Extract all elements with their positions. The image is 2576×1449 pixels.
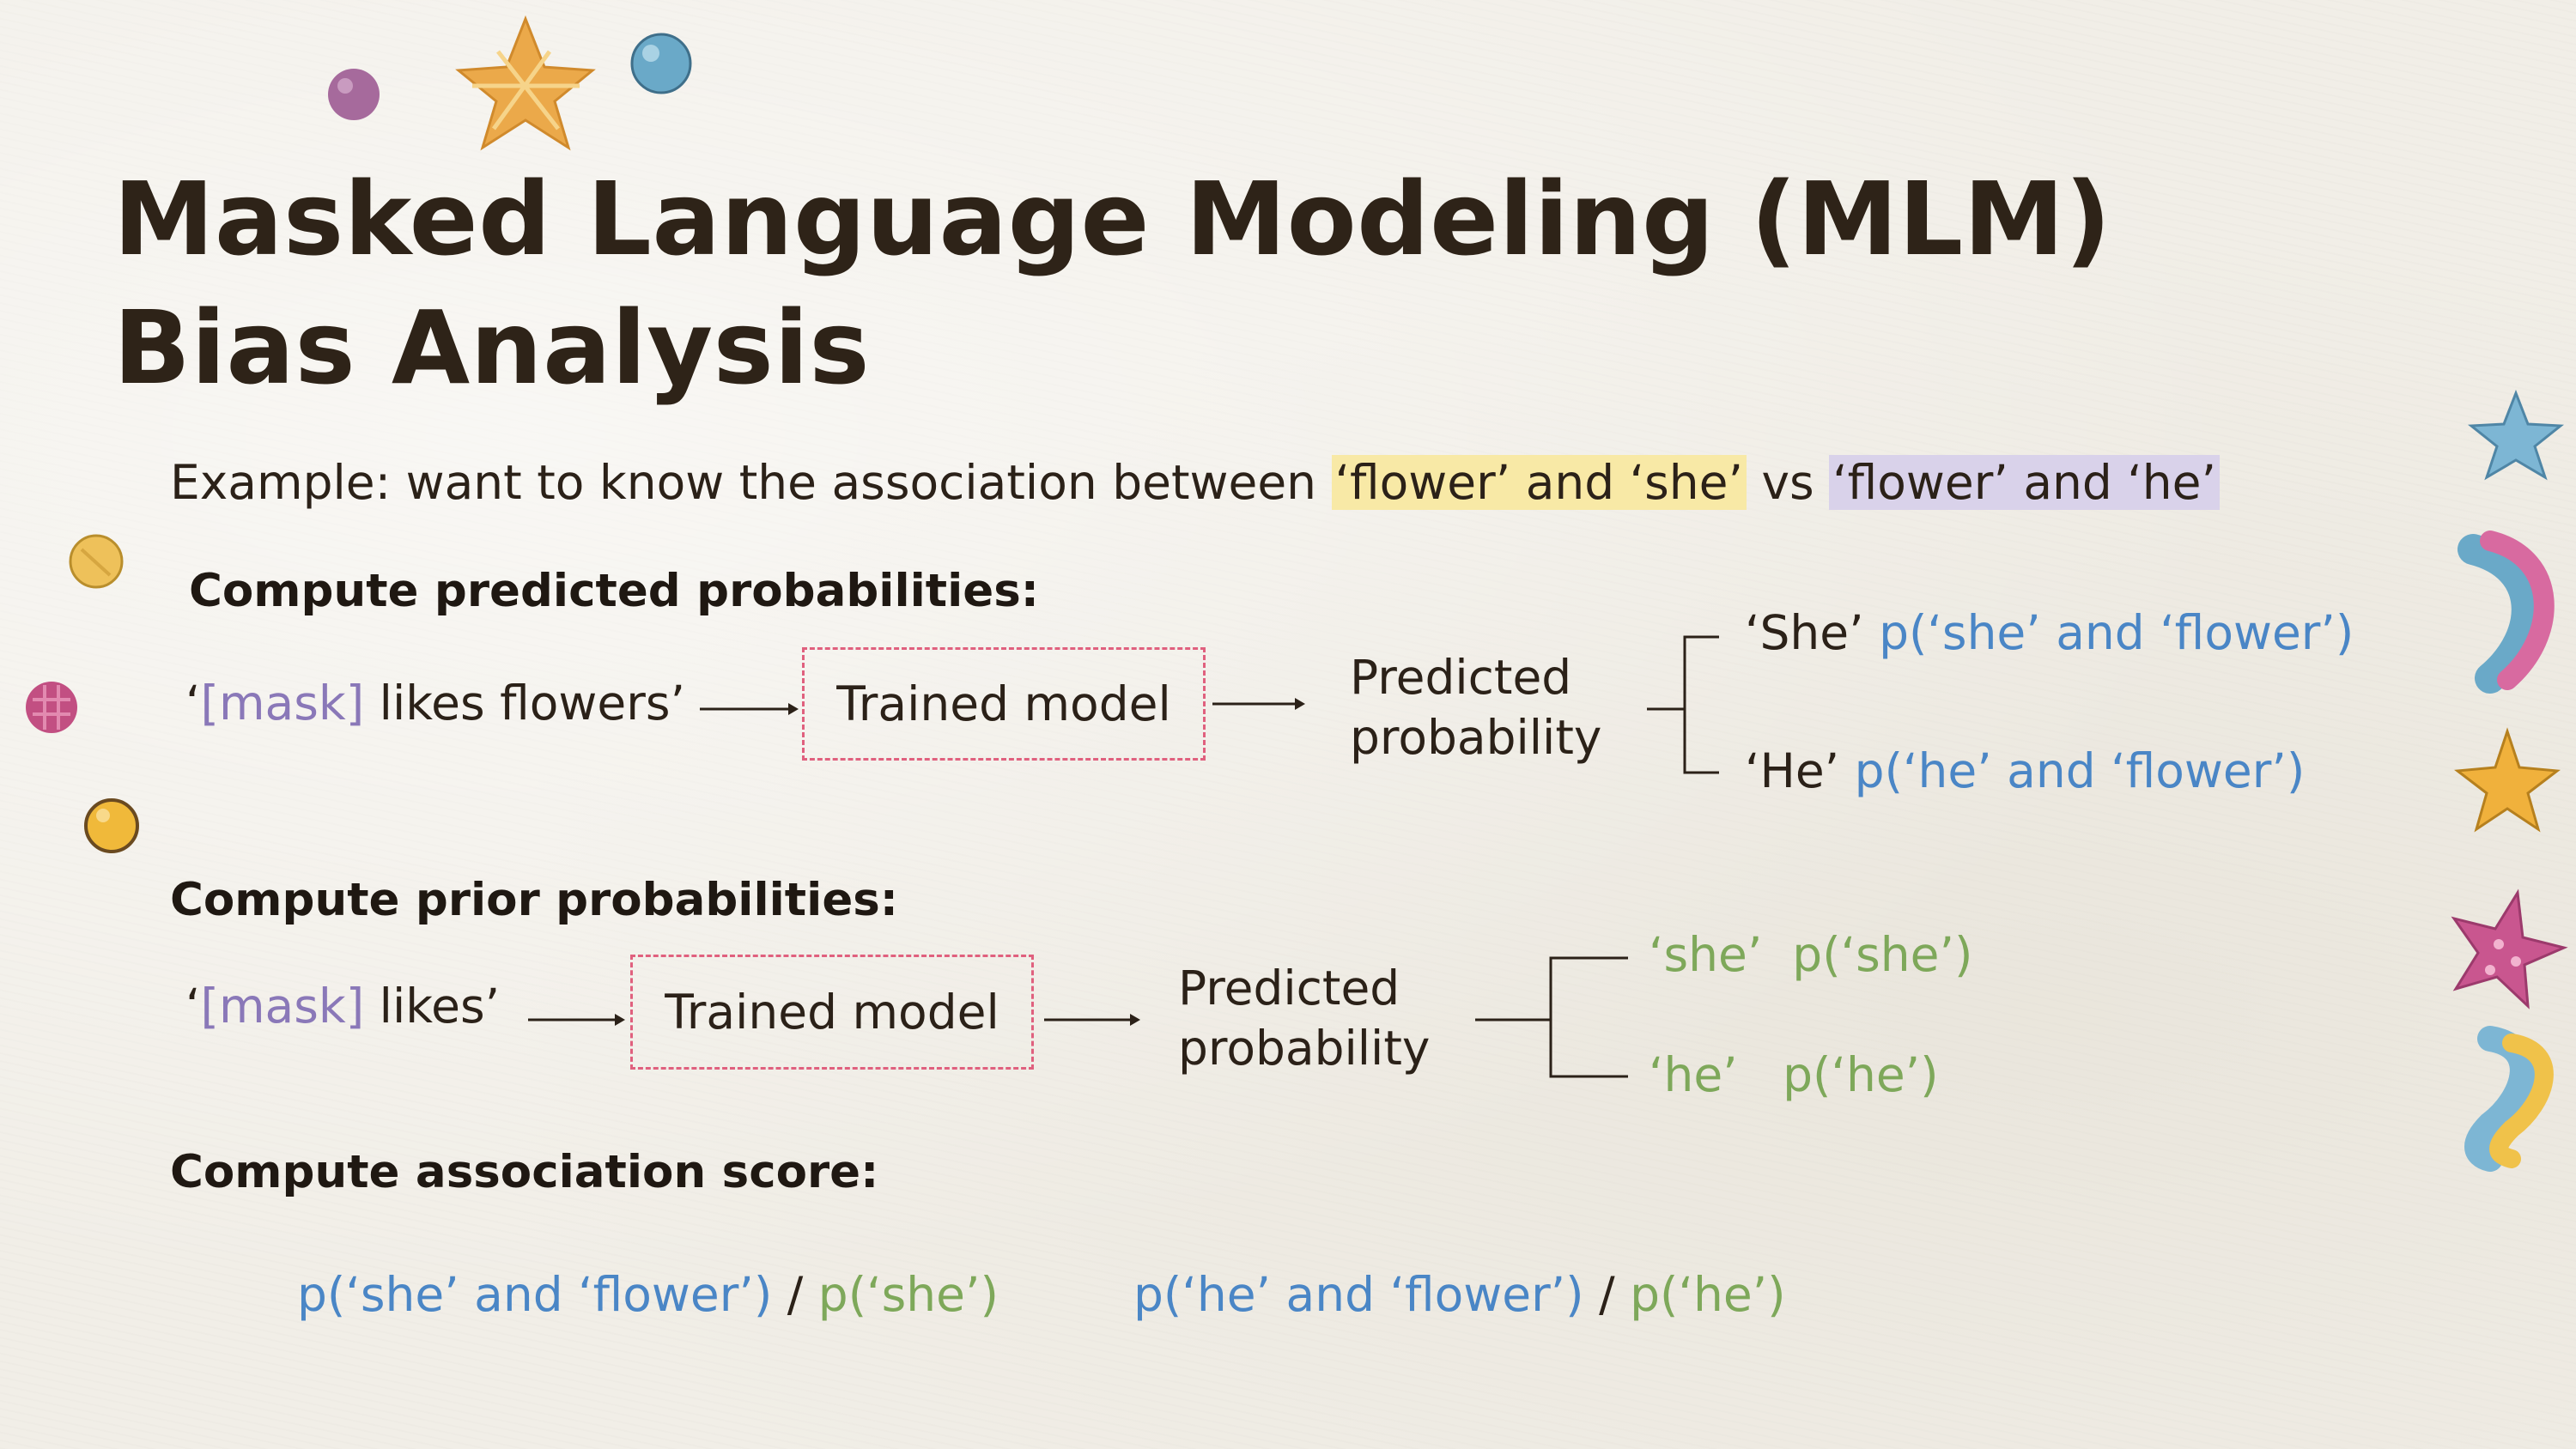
title-line-1: Masked Language Modeling (MLM)	[113, 160, 2112, 278]
blue-star-icon	[2467, 389, 2565, 481]
association-score-she: p(‘she’ and ‘flower’) / p(‘she’)	[297, 1267, 999, 1322]
example-prefix: Example: want to know the association be…	[170, 455, 1332, 510]
section2-heading: Compute prior probabilities:	[170, 874, 898, 926]
section2-pred-line-1: Predicted	[1178, 961, 1400, 1016]
plaid-star-icon	[455, 15, 596, 151]
section1-pred-line-1: Predicted	[1350, 650, 1572, 705]
section1-out2-prob: p(‘he’ and ‘flower’)	[1854, 743, 2306, 798]
purple-bead-icon	[328, 69, 380, 120]
section2-connectors	[528, 956, 1628, 1078]
section2-out2-word: ‘he’	[1649, 1047, 1738, 1102]
section1-input: ‘[mask] likes flowers’	[185, 676, 685, 731]
section2-input: ‘[mask] likes’	[185, 979, 500, 1034]
section2-out2-prob: p(‘he’)	[1783, 1047, 1939, 1102]
section1-predicted-probability: Predicted probability	[1350, 647, 1601, 767]
section1-out2-word: ‘He’	[1745, 743, 1840, 798]
section2-output-she: ‘she’ p(‘she’)	[1649, 927, 1972, 982]
score-he-slash: /	[1583, 1267, 1631, 1322]
score-he-denominator: p(‘he’)	[1630, 1267, 1786, 1322]
section2-pred-line-2: probability	[1178, 1021, 1431, 1076]
title-line-2: Bias Analysis	[113, 288, 871, 407]
score-she-denominator: p(‘she’)	[817, 1267, 999, 1322]
gold-star-icon	[2454, 727, 2561, 833]
score-she-slash: /	[772, 1267, 818, 1322]
blue-yellow-wave-ribbon-icon	[2464, 1026, 2554, 1172]
example-highlight-she: ‘flower’ and ‘she’	[1331, 455, 1747, 510]
section1-model-box: Trained model	[802, 647, 1206, 761]
association-score-he: p(‘he’ and ‘flower’) / p(‘he’)	[1133, 1267, 1786, 1322]
pink-plaid-bead-icon	[26, 682, 77, 733]
section1-output-she: ‘She’ p(‘she’ and ‘flower’)	[1745, 605, 2354, 660]
pink-wave-ribbon-icon	[2458, 530, 2555, 694]
section2-input-mask: [mask]	[200, 979, 365, 1034]
section2-model-box: Trained model	[630, 955, 1034, 1070]
section1-model-label: Trained model	[836, 676, 1171, 731]
section2-output-he: ‘he’ p(‘he’)	[1649, 1047, 1939, 1102]
section2-model-label: Trained model	[665, 985, 999, 1040]
example-sentence: Example: want to know the association be…	[170, 448, 2220, 517]
section1-input-mask: [mask]	[200, 676, 365, 731]
section2-input-rest: likes’	[364, 979, 501, 1034]
yellow-bead-icon	[69, 534, 124, 589]
section1-input-open: ‘	[185, 676, 201, 731]
section1-heading: Compute predicted probabilities:	[189, 565, 1039, 617]
section2-out1-prob: p(‘she’)	[1792, 927, 1973, 982]
section2-predicted-probability: Predicted probability	[1178, 958, 1430, 1078]
page-title: Masked Language Modeling (MLM) Bias Anal…	[113, 155, 2111, 412]
section1-out1-prob: p(‘she’ and ‘flower’)	[1879, 605, 2354, 660]
section1-connectors	[700, 635, 1719, 774]
example-middle: vs	[1746, 455, 1830, 510]
section1-out1-word: ‘She’	[1745, 605, 1864, 660]
gold-bead-icon	[84, 798, 139, 853]
example-highlight-he: ‘flower’ and ‘he’	[1829, 455, 2220, 510]
section1-output-he: ‘He’ p(‘he’ and ‘flower’)	[1745, 743, 2305, 798]
section1-input-rest: likes flowers’	[364, 676, 685, 731]
score-he-numerator: p(‘he’ and ‘flower’)	[1133, 1267, 1584, 1322]
section2-out1-word: ‘she’	[1649, 927, 1763, 982]
pink-polka-star-icon	[2451, 888, 2568, 1009]
section2-input-open: ‘	[185, 979, 201, 1034]
section1-pred-line-2: probability	[1350, 710, 1602, 765]
blue-bead-icon	[630, 33, 692, 94]
score-she-numerator: p(‘she’ and ‘flower’)	[297, 1267, 773, 1322]
section3-heading: Compute association score:	[170, 1146, 879, 1198]
